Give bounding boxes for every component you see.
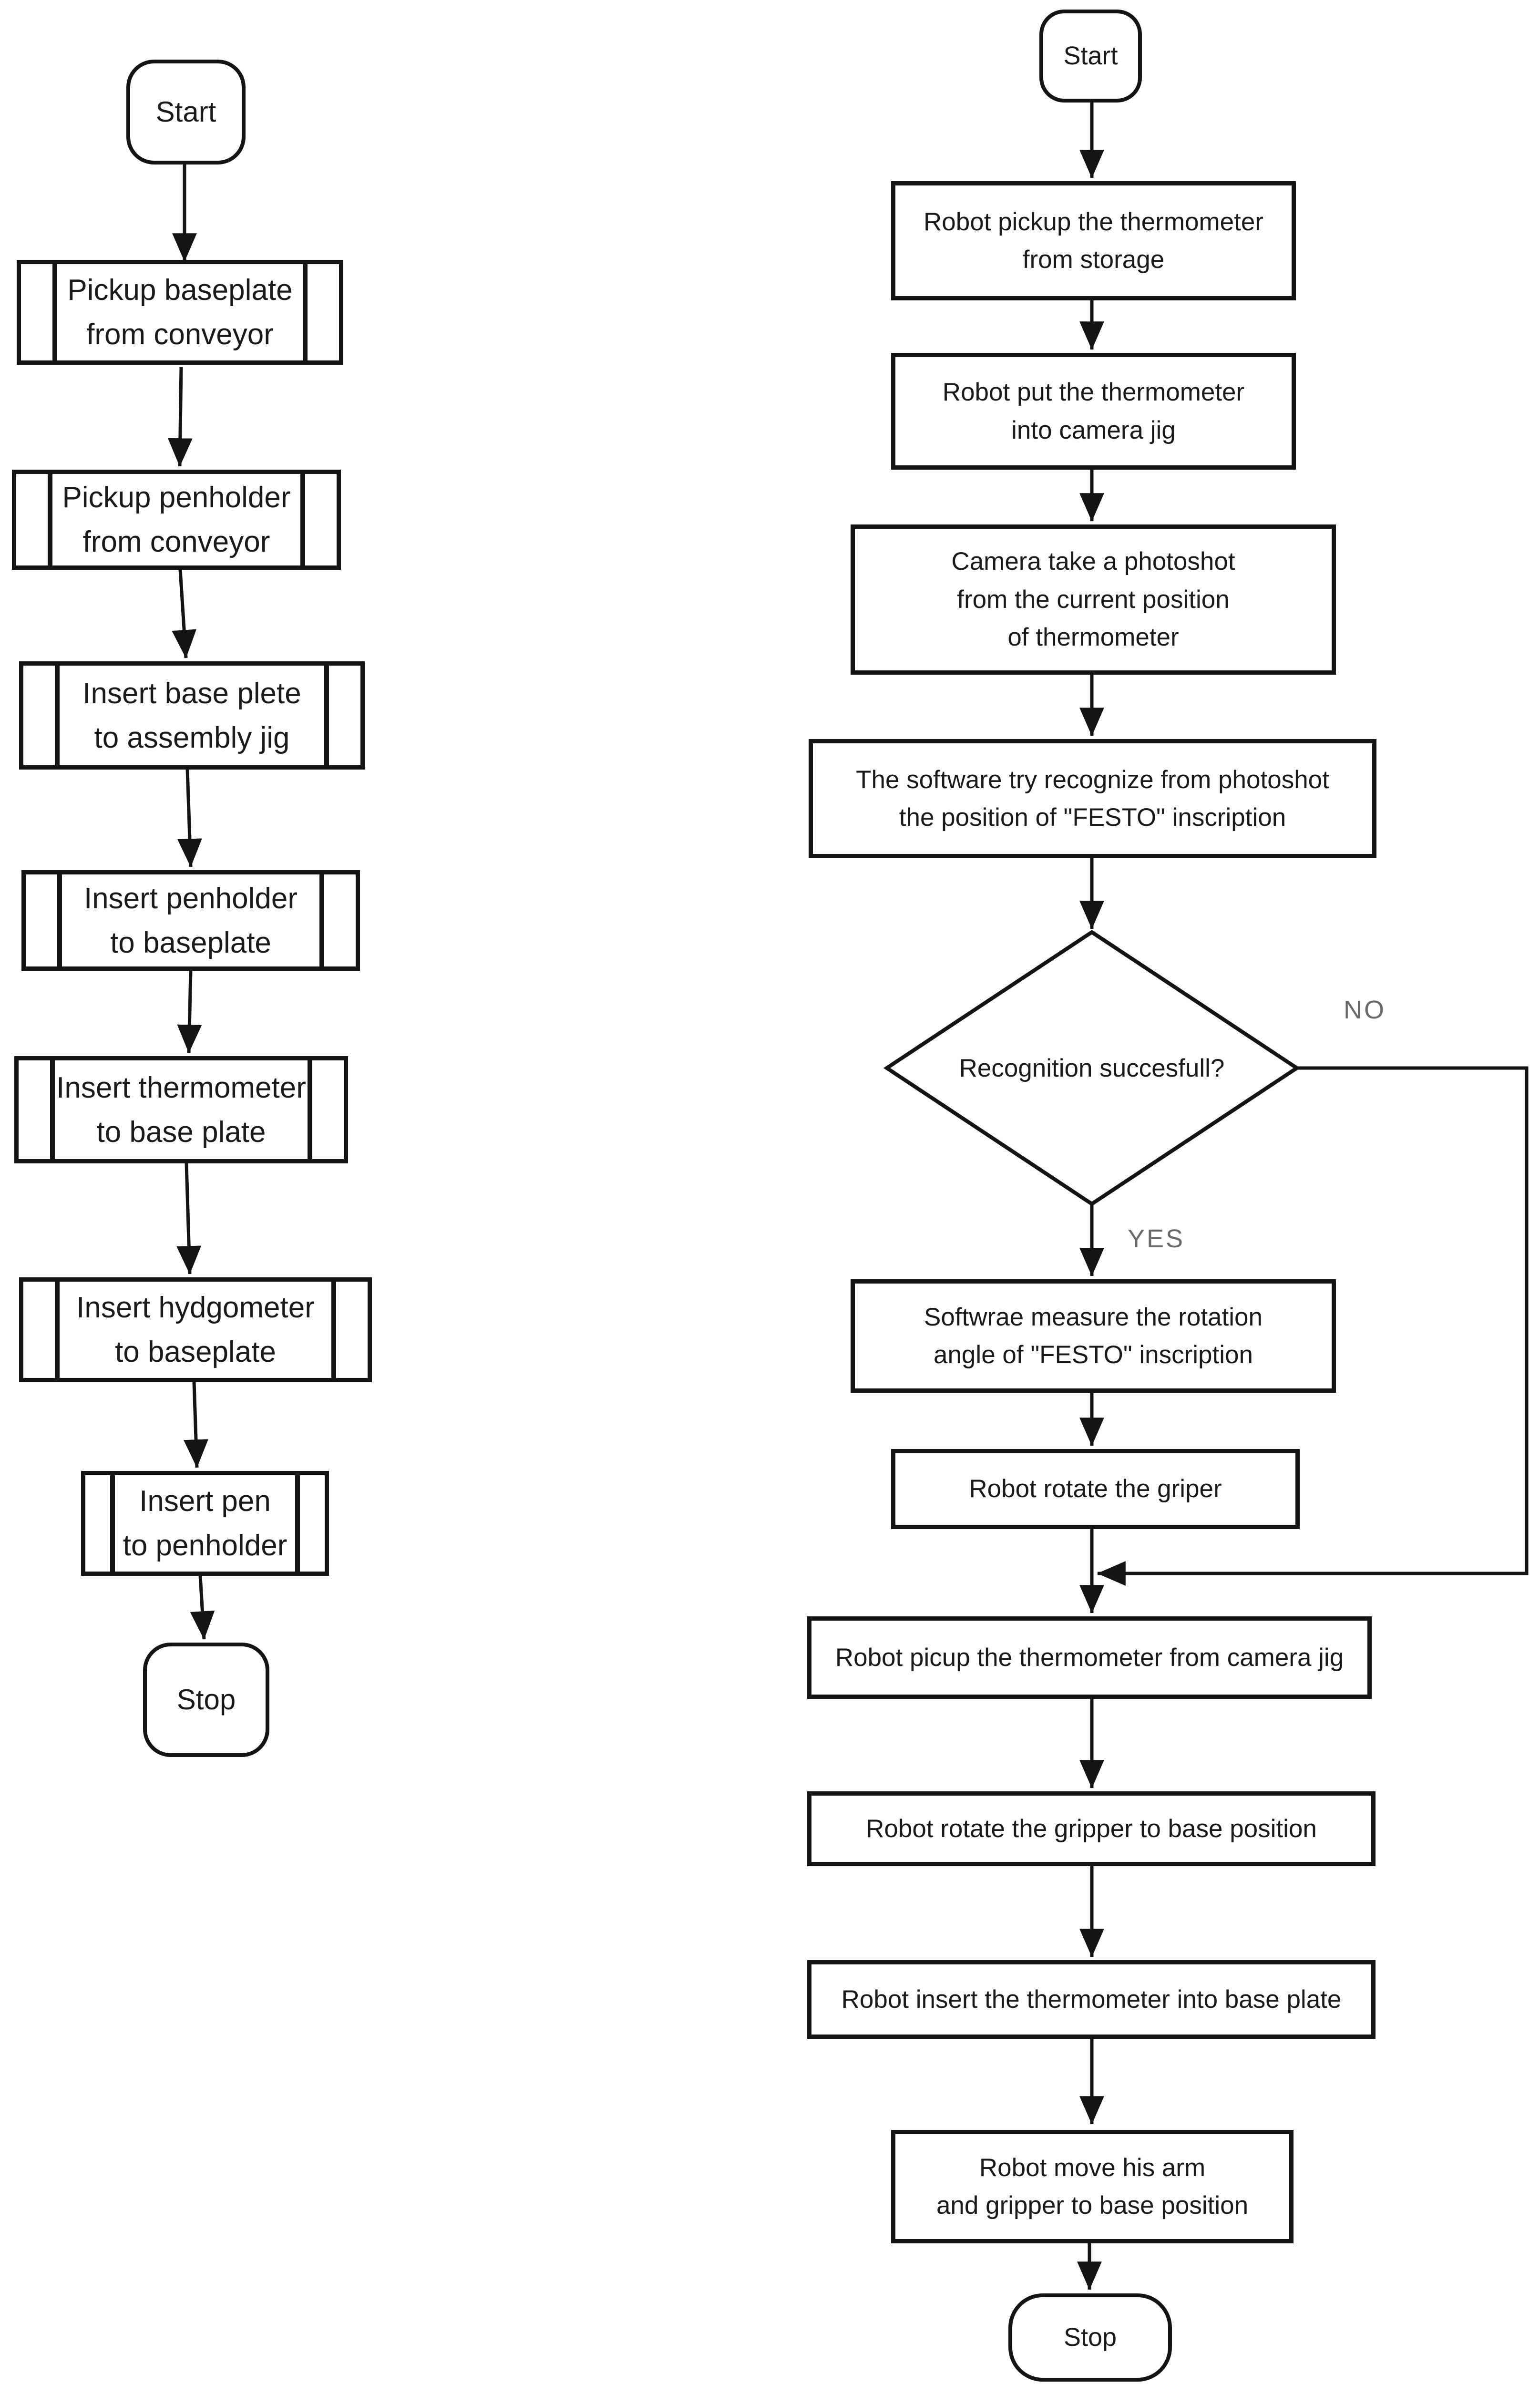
predefined-process-bar xyxy=(295,1475,300,1572)
step-label: Insert hydgometer to baseplate xyxy=(76,1291,315,1368)
terminator-start-a: Start xyxy=(126,60,246,164)
predefined-process-bar xyxy=(308,1060,312,1159)
step-label: Insert pen to penholder xyxy=(123,1485,287,1562)
predefined-process-bar xyxy=(50,1060,55,1159)
process-b4: The software try recognize from photosho… xyxy=(809,739,1376,858)
step-label: Robot picup the thermometer from camera … xyxy=(835,1643,1344,1672)
predefined-process-a2: Pickup penholder from conveyor xyxy=(12,470,341,570)
predefined-process-bar xyxy=(48,474,52,565)
process-b6: Robot rotate the griper xyxy=(891,1449,1300,1529)
decision-question: Recognition succesfull? xyxy=(959,1054,1225,1082)
predefined-process-bar xyxy=(324,666,329,765)
terminator-start-b: Start xyxy=(1039,10,1142,103)
step-label: Robot put the thermometer into camera ji… xyxy=(942,378,1245,444)
predefined-process-bar xyxy=(110,1475,115,1572)
step-label: The software try recognize from photosho… xyxy=(856,765,1329,832)
connector-a-step5-to-step6 xyxy=(176,1163,202,1274)
predefined-process-bar xyxy=(331,1282,336,1378)
connector-a-step7-to-stop xyxy=(190,1575,215,1640)
figure-label-a: a xyxy=(157,2379,224,2384)
connector-a-step1-to-step2 xyxy=(167,367,193,467)
terminator-stop-b-label: Stop xyxy=(1063,2323,1117,2352)
predefined-process-a4: Insert penholder to baseplate xyxy=(21,870,360,971)
process-b1: Robot pickup the thermometer from storag… xyxy=(891,181,1296,300)
process-b8: Robot rotate the gripper to base positio… xyxy=(807,1791,1376,1866)
step-label: Camera take a photoshot from the current… xyxy=(951,547,1235,652)
step-label: Robot move his arm and gripper to base p… xyxy=(936,2153,1249,2220)
connector-a-step6-to-step7 xyxy=(184,1382,208,1468)
connector-a-step2-to-step3 xyxy=(172,569,197,658)
connector-a-step4-to-step5 xyxy=(177,970,202,1053)
terminator-stop-a-label: Stop xyxy=(176,1684,236,1716)
step-label: Robot rotate the gripper to base positio… xyxy=(866,1814,1317,1843)
step-label: Softwrae measure the rotation angle of "… xyxy=(924,1303,1263,1369)
predefined-process-a3: Insert base plete to assembly jig xyxy=(19,661,365,770)
decision-no-label: NO xyxy=(1344,995,1386,1024)
process-b5: Softwrae measure the rotation angle of "… xyxy=(851,1279,1336,1393)
connector-a-step3-to-step4 xyxy=(177,769,202,867)
step-label: Insert base plete to assembly jig xyxy=(82,677,301,754)
predefined-process-bar xyxy=(57,874,62,966)
predefined-process-a6: Insert hydgometer to baseplate xyxy=(19,1277,372,1382)
predefined-process-bar xyxy=(55,1282,60,1378)
terminator-start-b-label: Start xyxy=(1063,41,1118,70)
predefined-process-bar xyxy=(300,474,305,565)
connector-b-decision-no-loop xyxy=(1097,1066,1529,1586)
step-label: Insert penholder to baseplate xyxy=(83,882,298,959)
predefined-process-bar xyxy=(303,264,308,360)
predefined-process-a5: Insert thermometer to base plate xyxy=(14,1056,348,1163)
process-b10: Robot move his arm and gripper to base p… xyxy=(891,2130,1294,2243)
terminator-start-a-label: Start xyxy=(155,96,216,128)
process-b9: Robot insert the thermometer into base p… xyxy=(807,1960,1376,2039)
terminator-stop-a: Stop xyxy=(143,1643,269,1757)
process-b7: Robot picup the thermometer from camera … xyxy=(807,1616,1372,1699)
step-label: Insert thermometer to base plate xyxy=(56,1071,306,1149)
step-label: Pickup baseplate from conveyor xyxy=(67,274,293,351)
step-label: Pickup penholder from conveyor xyxy=(62,481,291,558)
decision-yes-label: YES xyxy=(1127,1224,1185,1253)
predefined-process-bar xyxy=(52,264,57,360)
step-label: Robot pickup the thermometer from storag… xyxy=(924,207,1263,274)
process-b2: Robot put the thermometer into camera ji… xyxy=(891,353,1296,470)
step-label: Robot insert the thermometer into base p… xyxy=(841,1985,1342,2014)
predefined-process-a7: Insert pen to penholder xyxy=(81,1471,329,1576)
terminator-stop-b: Stop xyxy=(1008,2293,1172,2382)
predefined-process-bar xyxy=(55,666,60,765)
predefined-process-bar xyxy=(319,874,324,966)
step-label: Robot rotate the griper xyxy=(969,1475,1222,1503)
predefined-process-a1: Pickup baseplate from conveyor xyxy=(17,260,343,365)
process-b3: Camera take a photoshot from the current… xyxy=(851,524,1336,675)
